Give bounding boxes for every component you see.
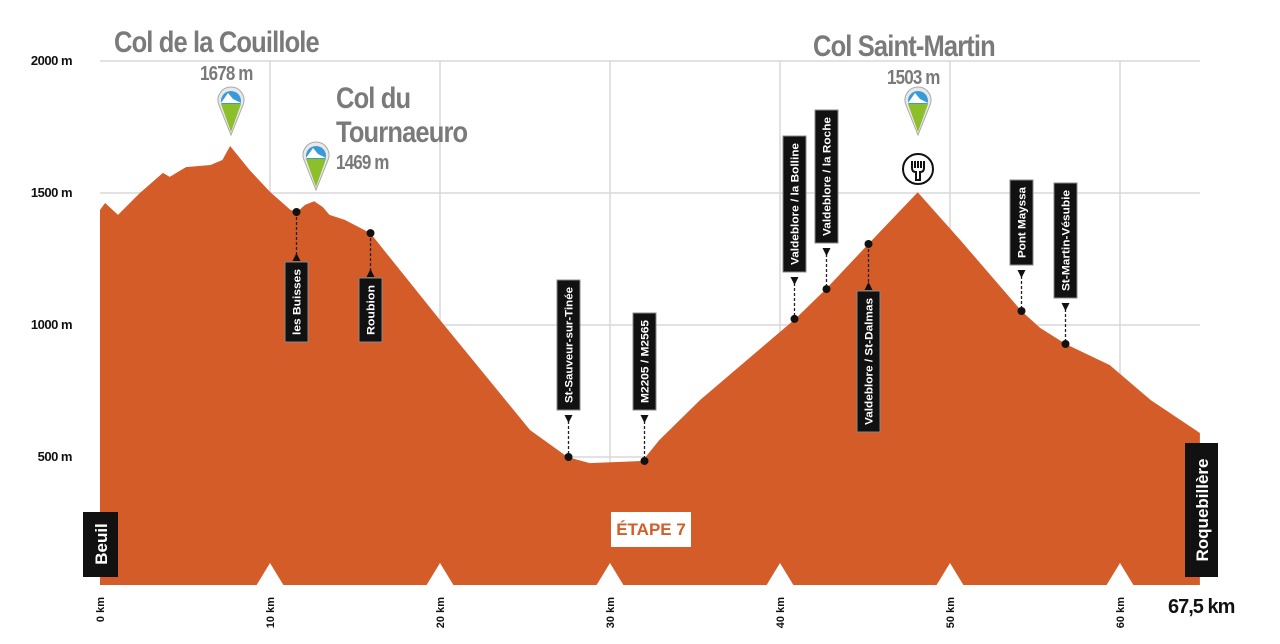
waypoint-label: les Buisses: [292, 269, 304, 335]
x-tick-label: 40 km: [775, 597, 787, 628]
y-tick-label: 1500 m: [31, 185, 72, 200]
waypoint-label: Valdeblore / St-Dalmas: [864, 298, 876, 425]
arrow-up-icon: [366, 269, 375, 277]
waypoint-label-box: [856, 290, 881, 433]
waypoint-dot: [822, 285, 831, 294]
pass-altitude: 1469 m: [336, 152, 389, 174]
waypoint-dot: [564, 453, 573, 461]
pin-grass: [306, 159, 326, 187]
mountain-pass-pin-icon: [904, 86, 932, 137]
elevation-area: [100, 146, 1200, 585]
waypoint-dot: [292, 208, 301, 217]
waypoint-dot: [864, 239, 873, 248]
waypoint-label-box: [814, 109, 839, 244]
waypoint-label-box: [1053, 182, 1078, 299]
waypoint-marker: Pont Mayssa: [1009, 179, 1034, 316]
food-stop-icon: [902, 153, 934, 185]
x-tick-label: 50 km: [945, 597, 957, 628]
x-tick-marker: [936, 563, 964, 586]
waypoint-dot: [366, 229, 375, 238]
x-tick-marker: [426, 563, 454, 586]
pass-altitude: 1503 m: [887, 67, 940, 89]
waypoint-marker: M2205 / M2565: [632, 312, 657, 465]
pin-mountain: [221, 93, 241, 103]
arrow-down-icon: [1017, 270, 1026, 278]
pass-name: Col de la Couillole: [114, 26, 320, 59]
x-tick-marker: [256, 563, 284, 586]
y-tick-label: 500 m: [38, 449, 72, 464]
waypoint-label: M2205 / M2565: [640, 320, 652, 403]
y-axis: 500 m 1000 m 1500 m 2000 m: [31, 53, 73, 464]
x-tick-label: 20 km: [435, 597, 447, 628]
pass-pins: [217, 86, 934, 192]
x-tick-marker: [1106, 563, 1134, 586]
waypoint-marker: Roubion: [358, 229, 383, 343]
waypoint-label: Pont Mayssa: [1017, 186, 1029, 258]
waypoint-label: Valdeblore / la Bolline: [790, 143, 802, 265]
mountain-pass-pin-icon: [217, 86, 245, 137]
waypoint-label: St-Martin-Vésubie: [1061, 190, 1073, 291]
waypoints: les Buisses Roubion St-Sauveur-sur-Tinée M2…: [284, 109, 1078, 465]
pass-name: Col Saint-Martin: [813, 30, 996, 63]
waypoint-marker: St-Martin-Vésubie: [1053, 182, 1078, 349]
finish-box: [1185, 443, 1218, 577]
waypoint-dot: [640, 456, 649, 465]
arrow-down-icon: [564, 415, 573, 423]
y-tick-label: 1000 m: [31, 317, 72, 332]
arrow-up-icon: [864, 282, 873, 290]
x-tick-label: 10 km: [265, 597, 277, 628]
waypoint-label-box: [358, 277, 383, 343]
waypoint-label-box: [632, 312, 657, 411]
waypoint-label: Valdeblore / la Roche: [822, 117, 834, 236]
x-tick-label: 30 km: [605, 597, 617, 628]
pass-name: Col du Tournaeuro: [336, 82, 468, 149]
start-label: Beuil: [92, 523, 111, 565]
pin-mountain: [908, 93, 928, 103]
finish-label: Roquebillère: [1193, 459, 1212, 562]
stage-label: ÉTAPE 7: [611, 512, 691, 547]
arrow-up-icon: [292, 253, 301, 261]
start-box: [83, 512, 118, 577]
arrow-down-icon: [640, 415, 649, 423]
pin-grass: [221, 104, 241, 132]
arrow-down-icon: [1061, 303, 1070, 311]
waypoint-label: St-Sauveur-sur-Tinée: [564, 287, 576, 403]
waypoint-label-box: [1009, 179, 1034, 266]
pin-grass: [908, 104, 928, 132]
waypoint-dot: [1061, 340, 1070, 349]
mountain-pass-pin-icon: [302, 141, 330, 192]
x-axis: 0 km 10 km 20 km 30 km 40 km 50 km 60 km: [95, 563, 1134, 628]
y-tick-label: 2000 m: [31, 53, 72, 68]
waypoint-marker: St-Sauveur-sur-Tinée: [556, 279, 581, 461]
waypoint-marker: Valdeblore / la Bolline: [782, 135, 807, 323]
waypoint-label-box: [284, 261, 309, 343]
waypoint-marker: Valdeblore / la Roche: [814, 109, 839, 294]
waypoint-label: Roubion: [366, 285, 378, 335]
x-tick-marker: [766, 563, 794, 586]
waypoint-label-box: [782, 135, 807, 273]
waypoint-dot: [790, 314, 799, 323]
waypoint-marker: les Buisses: [284, 208, 309, 343]
profile-area: [100, 146, 1200, 585]
total-distance-label: 67,5 km: [1168, 596, 1235, 618]
waypoint-dot: [1017, 307, 1026, 316]
pin-mountain: [306, 148, 326, 158]
waypoint-marker: Valdeblore / St-Dalmas: [856, 239, 881, 433]
pass-altitude: 1678 m: [200, 63, 253, 85]
waypoint-label-box: [556, 279, 581, 411]
fork-icon-ring: [902, 153, 934, 185]
arrow-down-icon: [790, 277, 799, 285]
x-tick-marker: [596, 563, 624, 586]
arrow-down-icon: [822, 248, 831, 256]
fork-icon: [911, 161, 925, 181]
x-tick-label: 60 km: [1115, 597, 1127, 628]
x-tick-label: 0 km: [95, 597, 107, 622]
start-finish: Beuil Roquebillère: [83, 443, 1218, 577]
